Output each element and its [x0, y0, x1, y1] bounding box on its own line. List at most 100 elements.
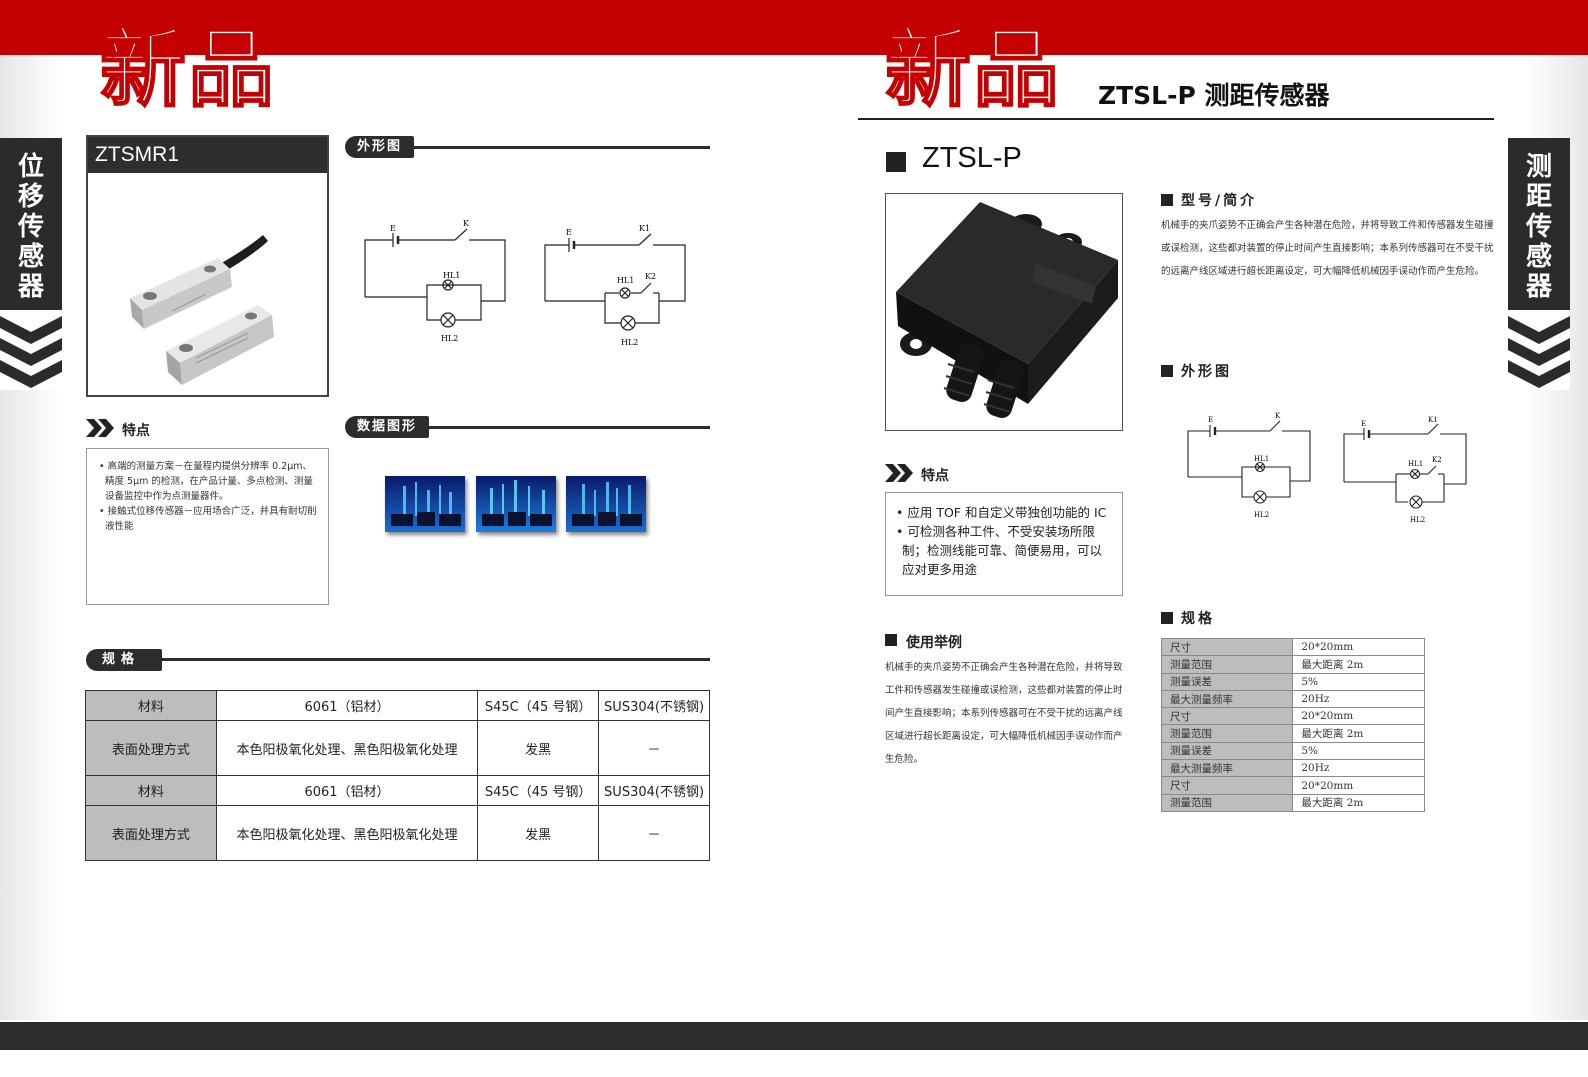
table-row: 测量范围最大距离 2m [1160, 655, 1425, 674]
circuit-label: K1 [639, 224, 650, 233]
features-title: 特点 [122, 423, 150, 439]
product-card-title: ZTSMR1 [88, 137, 327, 173]
left-header-title: 新品 [99, 19, 276, 119]
spec-rule [150, 658, 710, 661]
feature-item: • 高端的测量方案－在量程内提供分辨率 0.2μm、精度 5μm 的检测，在产品… [99, 461, 313, 502]
usage-title: 使用举例 [906, 635, 962, 651]
features-title: 特点 [921, 468, 949, 484]
data-graph-thumbnail[interactable] [385, 476, 465, 532]
square-bullet-icon [886, 152, 906, 172]
table-cell: 最大距离 2m [1292, 793, 1425, 812]
double-chevron-icon [885, 464, 913, 482]
table-cell: 6061（铝材） [215, 775, 479, 806]
table-cell: － [598, 805, 710, 861]
table-cell: 发黑 [477, 720, 600, 776]
circuit-label: HL1 [1254, 455, 1269, 463]
feature-item-text: 可检测各种工件、不受安装场所限制；检测线能可靠、简便易用，可以应对更多用途 [902, 524, 1103, 577]
table-cell: 最大距离 2m [1292, 724, 1425, 743]
table-cell: S45C（45 号钢） [477, 690, 600, 721]
outline-label: 外形图 [345, 136, 415, 158]
intro-title: 型号/简介 [1161, 190, 1257, 210]
table-cell: 测量误差 [1160, 741, 1294, 761]
circuit-diagram-b: E K1 HL1 K2 HL2 [544, 224, 686, 347]
magnetic-switch-photo [88, 173, 327, 395]
table-row: 表面处理方式 本色阳极氧化处理、黑色阳极氧化处理 发黑 － [85, 720, 710, 776]
double-chevron-icon [86, 419, 114, 437]
table-cell: 测量范围 [1160, 793, 1294, 812]
circuit-label: HL1 [1408, 460, 1423, 468]
table-cell: 尺寸 [1160, 637, 1294, 657]
table-cell: SUS304(不锈钢) [598, 775, 710, 806]
table-cell: 本色阳极氧化处理、黑色阳极氧化处理 [215, 720, 479, 776]
table-cell: 20*20mm [1292, 776, 1425, 795]
table-cell: SUS304(不锈钢) [598, 690, 710, 721]
table-cell: － [598, 720, 710, 776]
outline-rule [405, 146, 710, 149]
circuit-label: E [566, 228, 572, 237]
table-cell: 最大测量频率 [1160, 759, 1294, 778]
circuit-diagram-a: E K HL1 HL2 [364, 219, 506, 343]
table-row: 材料 6061（铝材） S45C（45 号钢） SUS304(不锈钢) [85, 690, 710, 721]
distance-sensor-photo [896, 202, 1118, 418]
side-tab-char: 传 [17, 212, 44, 242]
table-cell: 20Hz [1292, 759, 1425, 778]
data-graph-label: 数据图形 [345, 416, 430, 438]
table-cell: 最大测量频率 [1160, 689, 1294, 709]
right-header-subtitle: ZTSL-P 测距传感器 [1098, 81, 1330, 110]
table-cell: 尺寸 [1160, 776, 1294, 795]
table-cell: 5% [1292, 672, 1425, 691]
table-cell: 表面处理方式 [85, 805, 217, 861]
table-cell: 20*20mm [1292, 707, 1425, 726]
data-graph-rule [418, 426, 710, 429]
side-tab-char: 移 [17, 182, 44, 212]
spec-title: 规格 [1161, 608, 1215, 628]
model-heading: ZTSL-P [922, 142, 1022, 174]
product-card: ZTSMR1 [86, 135, 329, 397]
square-bullet-icon [885, 634, 897, 646]
side-tab-char: 感 [1525, 242, 1552, 272]
table-cell: 材料 [85, 690, 217, 721]
top-red-band [0, 0, 1588, 55]
right-header-title: 新品 [884, 19, 1061, 119]
data-graph-thumbnail[interactable] [476, 476, 556, 532]
circuit-label: HL1 [617, 276, 634, 285]
table-cell: 20*20mm [1292, 637, 1425, 657]
features-panel: • 应用 TOF 和自定义带独创功能的 IC • 可检测各种工件、不受安装场所限… [885, 492, 1123, 596]
table-row: 表面处理方式 本色阳极氧化处理、黑色阳极氧化处理 发黑 － [85, 805, 710, 861]
right-header-rule [858, 118, 1494, 120]
spec-label: 规格 [86, 649, 163, 671]
feature-item: • 接触式位移传感器－应用场合广泛，并具有耐切削液性能 [99, 506, 317, 532]
left-spec-table: 材料 6061（铝材） S45C（45 号钢） SUS304(不锈钢) 表面处理… [85, 690, 710, 861]
product-photo-frame [885, 193, 1123, 431]
side-tab-char: 测 [1525, 152, 1552, 182]
left-side-tab: 位 移 传 感 器 [0, 138, 62, 313]
feature-item-text: 应用 TOF 和自定义带独创功能的 IC [907, 505, 1107, 520]
data-graph-thumbnail[interactable] [566, 476, 646, 532]
circuit-label: K2 [645, 272, 656, 281]
chevron-decoration-icon [1508, 310, 1570, 390]
side-tab-char: 传 [1525, 212, 1552, 242]
circuit-label: E [1361, 420, 1366, 428]
features-panel: • 高端的测量方案－在量程内提供分辨率 0.2μm、精度 5μm 的检测，在产品… [86, 448, 329, 605]
table-cell: 表面处理方式 [85, 720, 217, 776]
circuit-label: K2 [1432, 456, 1442, 464]
bottom-band [0, 1022, 1588, 1050]
circuit-label: E [390, 224, 396, 233]
table-row: 测量范围最大距离 2m [1160, 793, 1425, 812]
circuit-label: HL1 [443, 271, 460, 280]
table-cell: 材料 [85, 775, 217, 806]
usage-text: 机械手的夹爪姿势不正确会产生各种潜在危险，并将导致工件和传感器发生碰撞或误检测，… [885, 662, 1123, 765]
circuit-label: HL2 [441, 334, 458, 343]
circuit-diagram-b: E K1 HL1 K2 HL2 [1343, 416, 1467, 524]
table-cell: 6061（铝材） [215, 690, 479, 721]
table-row: 材料 6061（铝材） S45C（45 号钢） SUS304(不锈钢) [85, 775, 710, 806]
table-cell: 最大距离 2m [1292, 655, 1425, 674]
circuit-label: K [1275, 412, 1281, 420]
